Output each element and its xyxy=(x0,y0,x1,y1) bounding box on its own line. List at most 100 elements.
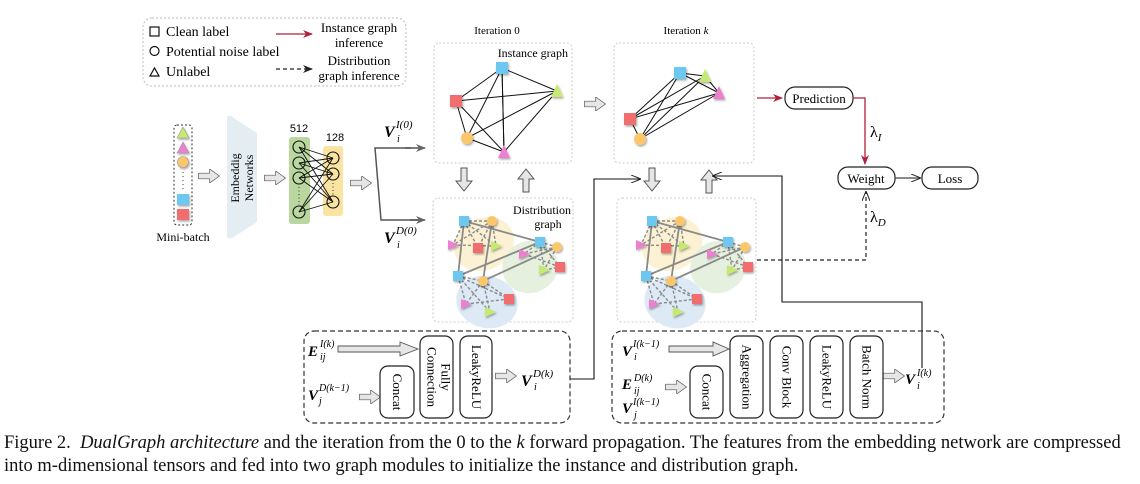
svg-text:LeakyReLU: LeakyReLU xyxy=(469,345,484,410)
graph-edge-dashed xyxy=(670,280,679,313)
v-instance-0: V I(0) i xyxy=(384,119,413,145)
unlabel-node xyxy=(491,241,502,251)
unlabel-node xyxy=(727,265,738,275)
svg-text:I(0): I(0) xyxy=(395,119,413,131)
svg-text:Concat: Concat xyxy=(390,374,405,411)
unlabel-node xyxy=(551,84,563,97)
svg-text:j: j xyxy=(632,410,637,421)
loss-box: Loss xyxy=(921,166,979,190)
noise-node xyxy=(461,132,473,144)
vec-output-ik: V I(k) i xyxy=(905,368,932,392)
svg-text:E: E xyxy=(307,344,318,360)
graph-edge xyxy=(457,241,541,277)
module-block-concat: Concat xyxy=(379,365,415,419)
neuron xyxy=(326,151,340,165)
svg-text:j: j xyxy=(317,396,322,407)
neuron xyxy=(326,195,340,209)
clean-node-red xyxy=(661,243,671,253)
unlabel-node xyxy=(461,299,472,309)
clean-node xyxy=(641,271,651,281)
svg-text:V: V xyxy=(384,124,396,141)
svg-text:i: i xyxy=(397,134,400,145)
unlabel-node xyxy=(498,145,510,158)
unlabel-node xyxy=(649,299,660,309)
graph-edge-dashed xyxy=(452,220,493,246)
graph-edge-dashed xyxy=(645,275,679,313)
module-block-leakyrelu: LeakyReLU xyxy=(459,335,493,419)
unlabel-node xyxy=(713,86,725,99)
vec-output-dk: V D(k) i xyxy=(521,368,553,393)
layer1-size: 512 xyxy=(290,123,308,135)
graph-edge xyxy=(482,220,493,282)
legend-distribution-inference-1: Distribution xyxy=(328,53,391,68)
clean-node xyxy=(453,271,463,281)
caption-prefix: Figure 2. xyxy=(4,433,71,453)
caption-title: DualGraph architecture xyxy=(80,433,260,453)
nn-edge xyxy=(298,177,334,203)
graph-edge-dashed xyxy=(457,275,510,300)
graph-edge xyxy=(457,220,465,277)
graph-edge-dashed xyxy=(523,246,558,255)
clean-node xyxy=(535,237,545,247)
svg-text:D(k−1): D(k−1) xyxy=(318,383,350,394)
graph-edge xyxy=(639,75,706,140)
noise-node xyxy=(478,276,488,286)
clean-node xyxy=(674,67,686,79)
graph-edge xyxy=(679,72,720,94)
unlabel-node xyxy=(539,265,550,275)
clean-node-red xyxy=(624,113,636,125)
svg-text:ij: ij xyxy=(320,352,326,363)
lambda-d: λD xyxy=(870,209,886,229)
clean-node xyxy=(459,216,469,226)
neuron xyxy=(292,156,306,170)
graph-edge xyxy=(651,220,729,243)
svg-text:V: V xyxy=(308,388,320,404)
graph-edge-dashed xyxy=(463,220,497,247)
layer2-size: 128 xyxy=(326,132,344,144)
instance-graph-0: Instance graph xyxy=(433,42,573,164)
graph-edge xyxy=(455,100,468,139)
svg-text:ij: ij xyxy=(634,386,640,397)
module-block-aggregation: Aggregation xyxy=(729,335,764,419)
unlabel-node xyxy=(679,241,690,251)
legend-clean-label: Clean label xyxy=(166,25,229,40)
graph-edge-dashed xyxy=(491,220,497,247)
distribution-graph-label-1: Distribution xyxy=(513,203,571,217)
weight-box: Weight xyxy=(837,166,896,190)
graph-edge-dashed xyxy=(523,241,541,255)
graph-edge xyxy=(466,90,558,139)
lambda-i-arrow xyxy=(853,97,869,165)
arrow-icon xyxy=(584,97,606,111)
iteration-k-title: Iteration k xyxy=(664,25,710,37)
legend-distribution-inference-2: graph inference xyxy=(318,68,399,83)
svg-text:I(k−1): I(k−1) xyxy=(632,397,660,408)
mini-batch-label: Mini-batch xyxy=(156,230,209,244)
noise-node xyxy=(552,242,562,252)
graph-arrows-0 xyxy=(454,167,536,193)
graph-edge-dashed xyxy=(482,280,491,313)
svg-text:i: i xyxy=(634,352,637,363)
graph-edge xyxy=(645,220,653,277)
legend-unlabel: Unlabel xyxy=(166,65,210,80)
svg-text:E: E xyxy=(621,377,632,393)
arrow-icon xyxy=(198,169,220,183)
embedding-network: Embeddig Networks xyxy=(227,115,257,239)
graph-edge xyxy=(639,72,681,140)
svg-text:Conv Block: Conv Block xyxy=(780,346,795,409)
embedding-label-2: Networks xyxy=(242,154,256,201)
graph-edge-dashed xyxy=(711,246,746,255)
svg-text:I(k): I(k) xyxy=(916,368,932,379)
arrow-icon xyxy=(264,171,286,185)
svg-text:Concat: Concat xyxy=(700,374,715,411)
vec-input-ik1: V I(k−1) i xyxy=(622,339,660,363)
graph-edge xyxy=(501,67,505,153)
graph-edge xyxy=(645,241,729,277)
legend-instance-inference-1: Instance graph xyxy=(321,20,398,35)
graph-edge-dashed xyxy=(653,298,698,305)
graph-edge xyxy=(503,90,558,153)
svg-text:Prediction: Prediction xyxy=(792,91,846,106)
graph-edge xyxy=(455,67,503,102)
neuron xyxy=(326,167,340,181)
edge-input-ik: E I(k) ij xyxy=(307,339,335,363)
split-connector xyxy=(374,147,421,221)
